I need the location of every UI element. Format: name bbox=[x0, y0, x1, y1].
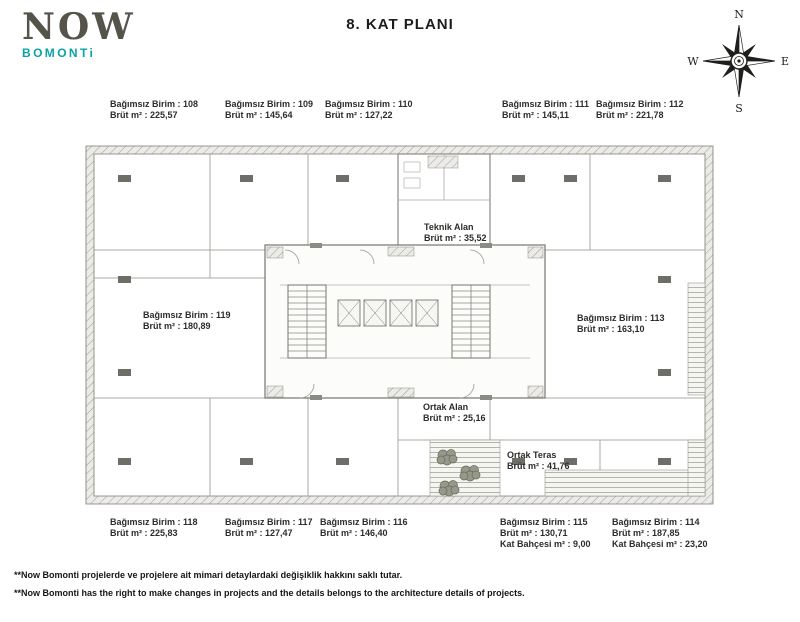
area-name: Ortak Teras bbox=[507, 450, 557, 460]
unit-name: Bağımsız Birim : 116 bbox=[320, 517, 408, 527]
area-label-teknik-alan: Teknik Alan Brüt m² : 35,52 bbox=[424, 222, 487, 244]
central-core bbox=[264, 243, 546, 400]
unit-label-115: Bağımsız Birim : 115 Brüt m² : 130,71 Ka… bbox=[500, 517, 591, 550]
brand-logo-bomonti: BOMONTi bbox=[22, 46, 96, 60]
unit-name: Bağımsız Birim : 117 bbox=[225, 517, 313, 527]
unit-label-108: Bağımsız Birim : 108 Brüt m² : 225,57 bbox=[110, 99, 198, 121]
unit-area: Brüt m² : 127,22 bbox=[325, 110, 393, 120]
compass-north-label: N bbox=[734, 8, 744, 21]
unit-name: Bağımsız Birim : 111 bbox=[502, 99, 590, 109]
elevator-bank bbox=[337, 299, 439, 327]
unit-area: Brüt m² : 146,40 bbox=[320, 528, 388, 538]
compass-east-label: E bbox=[781, 55, 789, 68]
unit-name: Bağımsız Birim : 119 bbox=[143, 310, 231, 320]
floor-garden-terrace bbox=[544, 439, 706, 497]
bush-icon bbox=[436, 449, 481, 497]
area-label-ortak-teras: Ortak Teras Brüt m² : 41,76 bbox=[507, 450, 570, 472]
area-label-ortak-alan: Ortak Alan Brüt m² : 25,16 bbox=[423, 402, 486, 424]
unit-name: Bağımsız Birim : 112 bbox=[596, 99, 684, 109]
unit-area: Brüt m² : 225,57 bbox=[110, 110, 178, 120]
unit-area: Brüt m² : 187,85 bbox=[612, 528, 680, 538]
unit-name: Bağımsız Birim : 110 bbox=[325, 99, 413, 109]
columns bbox=[118, 175, 671, 465]
unit-name: Bağımsız Birim : 108 bbox=[110, 99, 199, 109]
area-name: Teknik Alan bbox=[424, 222, 474, 232]
unit-label-119: Bağımsız Birim : 119 Brüt m² : 180,89 bbox=[143, 310, 231, 332]
unit-label-117: Bağımsız Birim : 117 Brüt m² : 127,47 bbox=[225, 517, 313, 539]
unit-area: Brüt m² : 163,10 bbox=[577, 324, 645, 334]
common-terrace bbox=[429, 439, 501, 497]
unit-label-111: Bağımsız Birim : 111 Brüt m² : 145,11 bbox=[502, 99, 589, 121]
unit-garden-area: Kat Bahçesi m² : 23,20 bbox=[612, 539, 708, 549]
core-shafts bbox=[266, 246, 544, 398]
unit-name: Bağımsız Birim : 115 bbox=[500, 517, 588, 527]
unit-label-109: Bağımsız Birim : 109 Brüt m² : 145,64 bbox=[225, 99, 313, 121]
compass-rose-icon: N E S W bbox=[687, 8, 789, 115]
area-name: Ortak Alan bbox=[423, 402, 469, 412]
unit-area: Brüt m² : 130,71 bbox=[500, 528, 568, 538]
compass-west-label: W bbox=[687, 55, 699, 68]
footnote-english: **Now Bomonti has the right to make chan… bbox=[14, 588, 525, 598]
page-title: 8. KAT PLANI bbox=[346, 16, 454, 33]
unit-area: Brüt m² : 180,89 bbox=[143, 321, 211, 331]
unit-name: Bağımsız Birim : 109 bbox=[225, 99, 314, 109]
unit-area: Brüt m² : 221,78 bbox=[596, 110, 664, 120]
unit-area: Brüt m² : 145,64 bbox=[225, 110, 293, 120]
unit-area: Brüt m² : 145,11 bbox=[502, 110, 570, 120]
footnote-turkish: **Now Bomonti projelerde ve projelere ai… bbox=[14, 570, 403, 580]
area-size: Brüt m² : 41,76 bbox=[507, 461, 570, 471]
unit-label-114: Bağımsız Birim : 114 Brüt m² : 187,85 Ka… bbox=[612, 517, 708, 550]
unit-garden-area: Kat Bahçesi m² : 9,00 bbox=[500, 539, 591, 549]
stair-left bbox=[287, 284, 327, 359]
unit-area: Brüt m² : 225,83 bbox=[110, 528, 178, 538]
stair-right bbox=[451, 284, 491, 359]
area-size: Brüt m² : 35,52 bbox=[424, 233, 487, 243]
balcony-strip-right bbox=[687, 282, 706, 396]
door-arcs bbox=[284, 249, 485, 399]
technical-area bbox=[397, 153, 491, 251]
area-size: Brüt m² : 25,16 bbox=[423, 413, 486, 423]
unit-name: Bağımsız Birim : 114 bbox=[612, 517, 700, 527]
unit-label-113: Bağımsız Birim : 113 Brüt m² : 163,10 bbox=[577, 313, 665, 335]
unit-label-116: Bağımsız Birim : 116 Brüt m² : 146,40 bbox=[320, 517, 408, 539]
core-doors bbox=[310, 243, 492, 400]
unit-area: Brüt m² : 127,47 bbox=[225, 528, 293, 538]
unit-name: Bağımsız Birim : 113 bbox=[577, 313, 665, 323]
unit-label-118: Bağımsız Birim : 118 Brüt m² : 225,83 bbox=[110, 517, 198, 539]
compass-south-label: S bbox=[735, 102, 743, 115]
unit-label-110: Bağımsız Birim : 110 Brüt m² : 127,22 bbox=[325, 99, 413, 121]
unit-label-112: Bağımsız Birim : 112 Brüt m² : 221,78 bbox=[596, 99, 684, 121]
unit-name: Bağımsız Birim : 118 bbox=[110, 517, 198, 527]
